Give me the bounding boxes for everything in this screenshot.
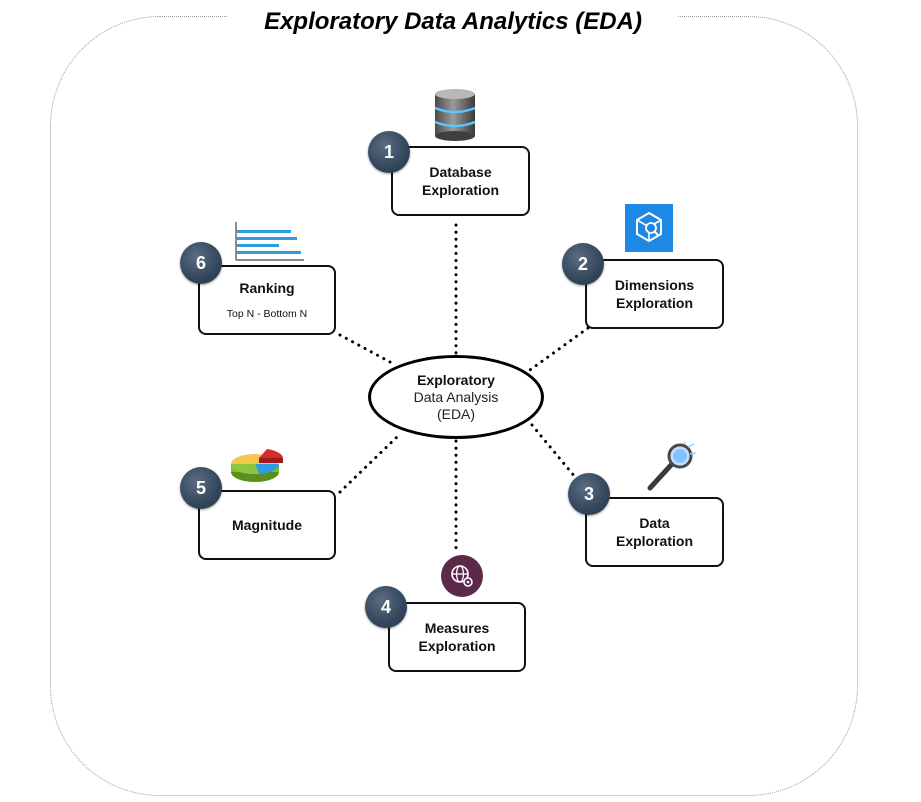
node-6-badge: 6 xyxy=(180,242,222,284)
node-data-exploration: Data Exploration xyxy=(585,497,724,567)
node-1-label: Database Exploration xyxy=(421,164,499,198)
node-6-label: Ranking xyxy=(239,280,295,296)
connector-5 xyxy=(338,434,400,494)
diagram-title: Exploratory Data Analytics (EDA) xyxy=(228,4,678,40)
node-6-sublabel: Top N - Bottom N xyxy=(226,308,308,320)
node-4-label: Measures Exploration xyxy=(418,620,496,654)
connector-3 xyxy=(530,423,582,485)
center-eda-node: Exploratory Data Analysis (EDA) xyxy=(368,355,544,439)
node-4-badge: 4 xyxy=(365,586,407,628)
node-magnitude: Magnitude xyxy=(198,490,336,560)
node-dimensions-exploration: Dimensions Exploration xyxy=(585,259,724,329)
node-3-label: Data Exploration xyxy=(615,515,693,549)
center-line-3: (EDA) xyxy=(436,405,476,422)
node-2-badge: 2 xyxy=(562,243,604,285)
database-icon xyxy=(432,88,478,142)
node-2-label: Dimensions Exploration xyxy=(614,277,695,311)
node-3-badge: 3 xyxy=(568,473,610,515)
pie-chart-icon xyxy=(229,444,285,488)
magnifier-icon xyxy=(646,439,698,492)
node-database-exploration: Database Exploration xyxy=(391,146,530,216)
node-5-badge: 5 xyxy=(180,467,222,509)
center-line-2: Data Analysis xyxy=(413,388,499,405)
node-measures-exploration: Measures Exploration xyxy=(388,602,526,672)
connector-2 xyxy=(528,326,590,372)
connector-6 xyxy=(338,333,392,364)
center-line-1: Exploratory xyxy=(417,371,495,388)
bar-chart-icon xyxy=(234,222,306,262)
node-5-label: Magnitude xyxy=(232,517,302,533)
globe-gear-icon xyxy=(440,554,484,598)
node-1-badge: 1 xyxy=(368,131,410,173)
cube-search-icon xyxy=(625,204,673,252)
node-ranking: Ranking Top N - Bottom N xyxy=(198,265,336,335)
